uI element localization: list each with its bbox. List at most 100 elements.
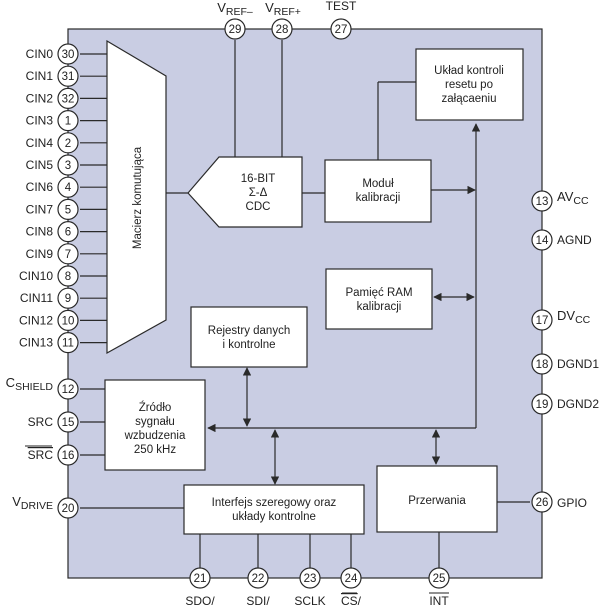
vdrive-pin: 20	[57, 497, 79, 519]
cin11-pin-number: 9	[65, 293, 71, 305]
cin12-pin-number: 10	[62, 315, 75, 327]
cin2-pin: 32	[57, 87, 79, 110]
cin0-label: CIN0	[26, 47, 54, 61]
cs-pin-number: 24	[345, 573, 358, 585]
cin13-pin-number: 11	[62, 338, 74, 350]
cs-label: CS/	[341, 594, 362, 608]
avcc-pin-number: 13	[536, 196, 549, 208]
serial-interface-label: Interfejs szeregowy oraz	[212, 497, 337, 509]
sdi-label: SDI/	[246, 594, 270, 608]
agnd-pin-number: 14	[536, 235, 549, 247]
cdc-block	[187, 156, 303, 228]
reset-control-block	[415, 48, 524, 121]
cin0-pin: 30	[57, 43, 79, 65]
sclk-pin: 23	[299, 567, 321, 589]
excitation-source-label: Źródło	[139, 401, 172, 414]
dgnd2-pin: 19	[531, 393, 553, 415]
int-pin-number: 25	[433, 573, 446, 585]
sdo-pin: 21	[189, 567, 211, 589]
vref-plus-pin: 28	[271, 18, 293, 40]
agnd-pin: 14	[531, 229, 553, 251]
cin8-pin: 6	[57, 221, 79, 243]
dvcc-pin: 17	[531, 309, 553, 331]
calibration-module-block	[324, 159, 432, 223]
cin5-pin-number: 3	[65, 160, 71, 172]
registers-label: Rejestry danych	[208, 325, 290, 337]
svg-text:resetu po: resetu po	[445, 79, 493, 91]
cin13-label: CIN13	[19, 336, 53, 350]
svg-text:Σ-Δ: Σ-Δ	[249, 187, 268, 199]
cin3-pin: 1	[57, 109, 79, 132]
svg-text:16-BIT: 16-BIT	[241, 173, 276, 185]
test-pin-number: 27	[335, 24, 348, 36]
cin6-pin-number: 4	[65, 182, 72, 194]
agnd-label: AGND	[557, 233, 592, 247]
sdi-pin-number: 22	[252, 573, 265, 585]
dvcc-pin-number: 17	[536, 315, 549, 327]
test-pin: 27	[330, 18, 352, 40]
cshield-pin-number: 12	[62, 384, 75, 396]
calibration-module-label: Moduł	[362, 178, 394, 190]
cin9-pin: 7	[57, 243, 79, 265]
cin7-pin: 5	[57, 198, 79, 220]
cin9-pin-number: 7	[65, 249, 71, 261]
interrupts-block	[376, 465, 498, 533]
cin9-label: CIN9	[26, 247, 54, 261]
svg-text:CDC: CDC	[246, 201, 271, 213]
registers-block	[190, 306, 308, 368]
cin2-label: CIN2	[26, 91, 54, 105]
cin5-pin: 3	[57, 154, 79, 176]
sdo-pin-number: 21	[194, 573, 207, 585]
cshield-label: CSHIELD	[6, 375, 54, 393]
src-bar-pin: 16	[57, 444, 79, 466]
cin1-label: CIN1	[26, 69, 54, 83]
svg-text:kalibracji: kalibracji	[356, 192, 401, 204]
excitation-source-block	[104, 379, 206, 471]
cin3-pin-number: 1	[65, 116, 71, 128]
mux-block	[106, 39, 167, 355]
reset-control-label: Układ kontroli	[434, 65, 504, 77]
cin2-pin-number: 32	[62, 93, 75, 105]
cin12-pin: 10	[57, 309, 79, 331]
sclk-label: SCLK	[294, 594, 325, 608]
cin8-pin-number: 6	[65, 227, 71, 239]
cin0-pin-number: 30	[62, 49, 75, 61]
gpio-pin-number: 26	[536, 497, 549, 509]
vref-minus-label: VREF–	[217, 0, 253, 18]
gpio-label: GPIO	[557, 496, 587, 510]
cshield-pin: 12	[57, 378, 79, 400]
vref-plus-pin-number: 28	[276, 24, 289, 36]
svg-text:250 kHz: 250 kHz	[134, 444, 176, 456]
vdrive-label: VDRIVE	[12, 494, 53, 512]
src-bar-label: SRC	[28, 448, 54, 462]
vref-plus-label: VREF+	[265, 0, 301, 18]
dgnd1-pin-number: 18	[536, 359, 549, 371]
cin10-pin: 8	[57, 265, 79, 287]
cin12-label: CIN12	[19, 313, 53, 327]
cin10-pin-number: 8	[65, 271, 71, 283]
svg-text:układy kontrolne: układy kontrolne	[232, 511, 316, 523]
cin6-pin: 4	[57, 176, 79, 198]
svg-text:kalibracji: kalibracji	[357, 301, 402, 313]
mux-label: Macierz komutująca	[132, 146, 144, 249]
dgnd1-label: DGND1	[557, 357, 599, 371]
dvcc-label: DVCC	[557, 308, 591, 326]
cs-pin: 24	[340, 567, 362, 589]
int-pin: 25	[428, 567, 450, 589]
dgnd1-pin: 18	[531, 353, 553, 375]
cin4-label: CIN4	[26, 136, 54, 150]
src-label: SRC	[28, 415, 54, 429]
svg-text:sygnału: sygnału	[135, 416, 175, 428]
cin8-label: CIN8	[26, 225, 54, 239]
calibration-ram-label: Pamięć RAM	[345, 287, 412, 299]
dgnd2-pin-number: 19	[536, 399, 549, 411]
test-label: TEST	[326, 0, 357, 13]
calibration-ram-block	[325, 268, 433, 330]
cin5-label: CIN5	[26, 158, 54, 172]
cdc-label: 16-BIT Σ-Δ CDC	[241, 173, 276, 213]
cin11-pin: 9	[57, 287, 79, 309]
avcc-label: AVCC	[557, 189, 589, 207]
dgnd2-label: DGND2	[557, 397, 599, 411]
cin1-pin: 31	[57, 65, 79, 87]
